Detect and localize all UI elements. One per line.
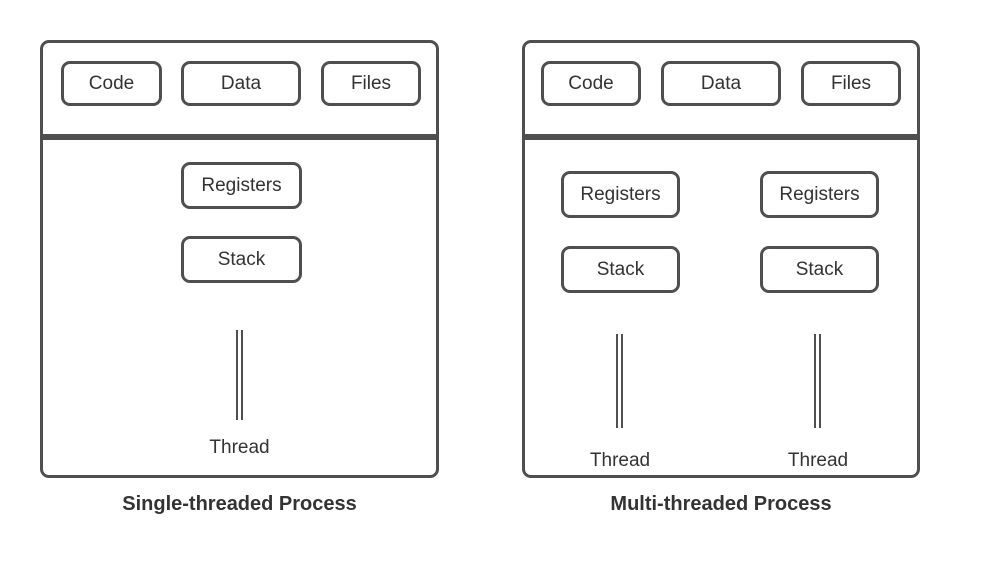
code-box-label: Code: [88, 72, 135, 94]
single-process-caption: Single-threaded Process: [122, 493, 357, 515]
thread-lines-icon: [236, 330, 243, 420]
registers-box-thread1: Registers: [561, 171, 680, 218]
data-box-label: Data: [700, 72, 742, 94]
thread-label: Thread: [589, 450, 651, 471]
data-box: Data: [661, 61, 781, 106]
multi-threaded-process-box: Code Data Files Registers Registers Stac…: [522, 40, 920, 478]
thread-lines-icon: [616, 334, 623, 428]
process-divider: [522, 134, 920, 140]
thread-label: Thread: [787, 450, 849, 471]
thread-lines-icon: [814, 334, 821, 428]
registers-box-label: Registers: [201, 174, 282, 196]
data-box-label: Data: [220, 72, 262, 94]
stack-box: Stack: [181, 236, 302, 283]
stack-box-thread2: Stack: [760, 246, 879, 293]
registers-box-label: Registers: [779, 183, 860, 205]
registers-box: Registers: [181, 162, 302, 209]
stack-box-thread1: Stack: [561, 246, 680, 293]
stack-box-label: Stack: [596, 258, 645, 280]
files-box-label: Files: [830, 72, 872, 94]
data-box: Data: [181, 61, 301, 106]
registers-box-label: Registers: [580, 183, 661, 205]
code-box-label: Code: [568, 72, 614, 94]
process-divider: [40, 134, 439, 140]
thread-label: Thread: [209, 437, 270, 458]
single-threaded-process-box: Code Data Files Registers Stack Thread: [40, 40, 439, 478]
stack-box-label: Stack: [795, 258, 844, 280]
code-box: Code: [541, 61, 641, 106]
code-box: Code: [61, 61, 162, 106]
stack-box-label: Stack: [217, 248, 266, 270]
registers-box-thread2: Registers: [760, 171, 879, 218]
files-box: Files: [801, 61, 901, 106]
multi-process-caption: Multi-threaded Process: [610, 493, 832, 515]
files-box-label: Files: [350, 72, 392, 94]
files-box: Files: [321, 61, 421, 106]
